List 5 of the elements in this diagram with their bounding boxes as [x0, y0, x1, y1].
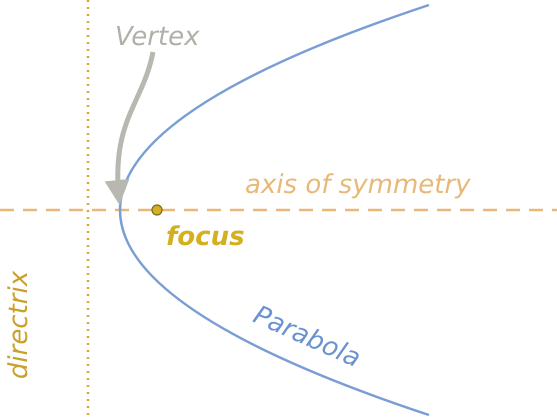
vertex-label: Vertex	[115, 22, 200, 52]
directrix-label: directrix	[4, 270, 34, 380]
axis-label: axis of symmetry	[245, 170, 471, 200]
focus-label: focus	[166, 222, 245, 252]
leader-arrow	[105, 51, 156, 205]
